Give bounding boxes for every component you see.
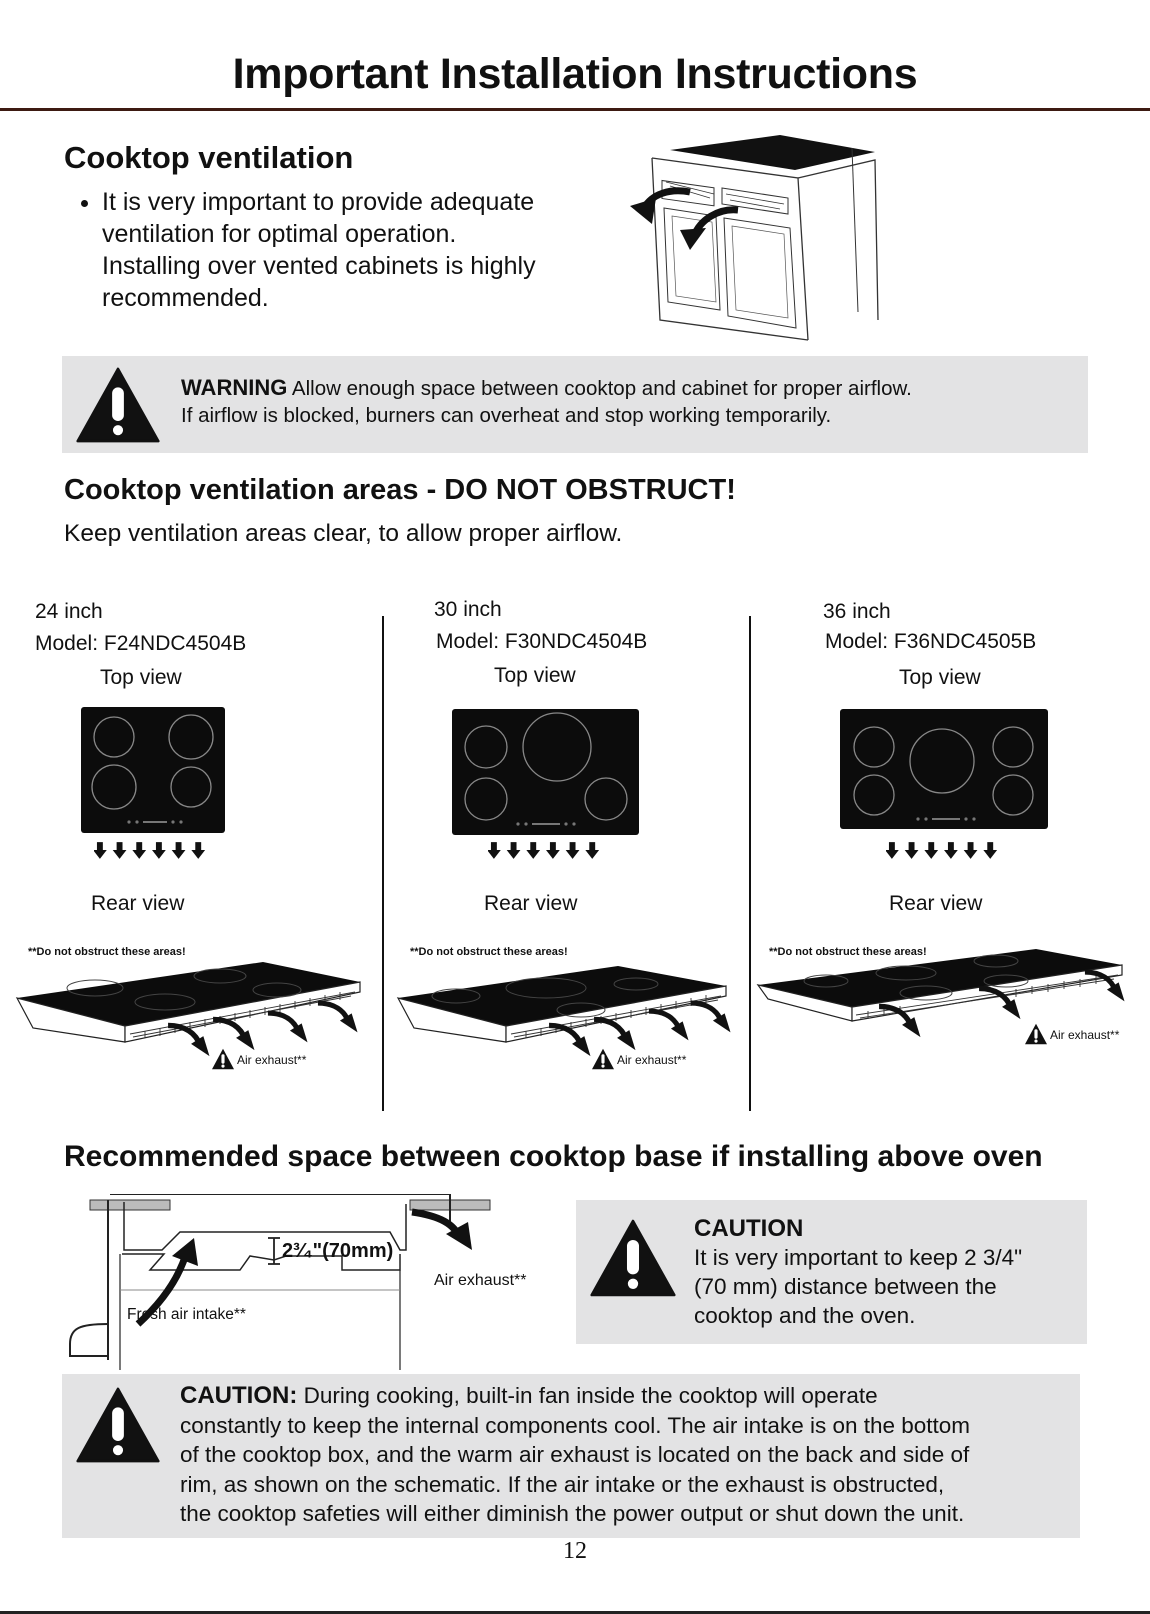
obstruct-note: **Do not obstruct these areas! — [28, 946, 186, 958]
cooktop-top-view-36 — [840, 709, 1048, 829]
obstruct-note: **Do not obstruct these areas! — [769, 946, 927, 958]
bottom-divider — [0, 1611, 1150, 1614]
air-exhaust-label: Air exhaust** — [434, 1272, 527, 1289]
oven-clearance-diagram — [69, 1194, 491, 1370]
fresh-air-label: Fresh air intake** — [127, 1306, 246, 1323]
warning-icon — [76, 366, 160, 444]
fan-caution-box — [62, 1374, 1080, 1538]
caution-icon — [590, 1218, 676, 1298]
small-warning-icon — [591, 1048, 615, 1070]
warning-box — [62, 356, 1088, 453]
caution-text: CAUTION It is very important to keep 2 3… — [694, 1214, 1080, 1330]
fan-caution-line: of the cooktop box, and the warm air exh… — [180, 1442, 970, 1467]
column-divider — [749, 616, 751, 1111]
fan-caution-line: During cooking, built-in fan inside the … — [303, 1383, 878, 1408]
small-warning-icon — [1024, 1023, 1048, 1045]
air-exhaust-label: Air exhaust** — [1050, 1028, 1120, 1042]
small-warning-icon — [211, 1048, 235, 1070]
model-number-36: Model: F36NDC4505B — [825, 630, 1037, 653]
fan-caution-text: CAUTION: During cooking, built-in fan in… — [180, 1381, 1080, 1529]
clearance-dimension: 2³⁄₄"(70mm) — [282, 1240, 393, 1263]
rear-view-label: Rear view — [91, 892, 185, 915]
model-number-24: Model: F24NDC4504B — [35, 632, 247, 655]
model-size-30: 30 inch — [434, 598, 502, 621]
warning-text: WARNING Allow enough space between cookt… — [181, 374, 1071, 429]
top-view-label: Top view — [100, 666, 182, 689]
fan-caution-line: constantly to keep the internal componen… — [180, 1412, 971, 1438]
model-size-36: 36 inch — [823, 600, 891, 623]
top-view-label: Top view — [899, 666, 981, 689]
fan-caution-label: CAUTION: — [180, 1382, 298, 1409]
air-exhaust-label: Air exhaust** — [237, 1053, 307, 1067]
page-number: 12 — [563, 1538, 587, 1564]
caution-heading: CAUTION — [694, 1215, 804, 1242]
rear-view-label: Rear view — [484, 892, 578, 915]
caution-line: It is very important to keep 2 3/4" — [694, 1245, 1023, 1270]
clearance-dimension-value: 2³⁄₄"(70mm) — [282, 1240, 394, 1262]
cooktop-rear-view-24 — [15, 962, 361, 1068]
ventilation-bullet: It is very important to provide adequate… — [102, 186, 542, 314]
fan-caution-icon — [76, 1386, 160, 1464]
caution-line: (70 mm) distance between the — [694, 1274, 997, 1299]
obstruct-note: **Do not obstruct these areas! — [410, 946, 568, 958]
warning-line-1: Allow enough space between cooktop and c… — [291, 377, 912, 400]
air-exhaust-label: Air exhaust** — [617, 1053, 687, 1067]
areas-subtext: Keep ventilation areas clear, to allow p… — [64, 520, 623, 547]
cooktop-top-view-30 — [452, 709, 639, 835]
fan-caution-line: the cooktop safeties will either diminis… — [180, 1501, 965, 1526]
oven-heading: Recommended space between cooktop base i… — [64, 1140, 1043, 1173]
airflow-arrows-icon — [94, 840, 212, 860]
model-number-30: Model: F30NDC4504B — [436, 630, 648, 653]
column-divider — [382, 616, 384, 1111]
ventilation-heading: Cooktop ventilation — [64, 140, 354, 175]
cooktop-rear-view-30 — [396, 966, 741, 1070]
vented-cabinet-illustration — [630, 135, 879, 341]
title-divider — [0, 108, 1150, 111]
caution-line: cooktop and the oven. — [694, 1303, 916, 1328]
areas-heading: Cooktop ventilation areas - DO NOT OBSTR… — [64, 474, 736, 506]
top-view-label: Top view — [494, 664, 576, 687]
warning-label: WARNING — [181, 375, 288, 400]
rear-view-label: Rear view — [889, 892, 983, 915]
model-size-24: 24 inch — [35, 600, 103, 623]
cooktop-rear-view-36 — [756, 949, 1136, 1045]
ventilation-bullets: It is very important to provide adequate… — [80, 186, 542, 314]
cooktop-top-view-24 — [81, 707, 225, 833]
page-title: Important Installation Instructions — [232, 50, 918, 98]
airflow-arrows-icon — [488, 840, 606, 860]
airflow-arrows-icon — [886, 840, 1004, 860]
fan-caution-line: rim, as shown on the schematic. If the a… — [180, 1471, 945, 1497]
warning-line-2: If airflow is blocked, burners can overh… — [181, 404, 832, 427]
